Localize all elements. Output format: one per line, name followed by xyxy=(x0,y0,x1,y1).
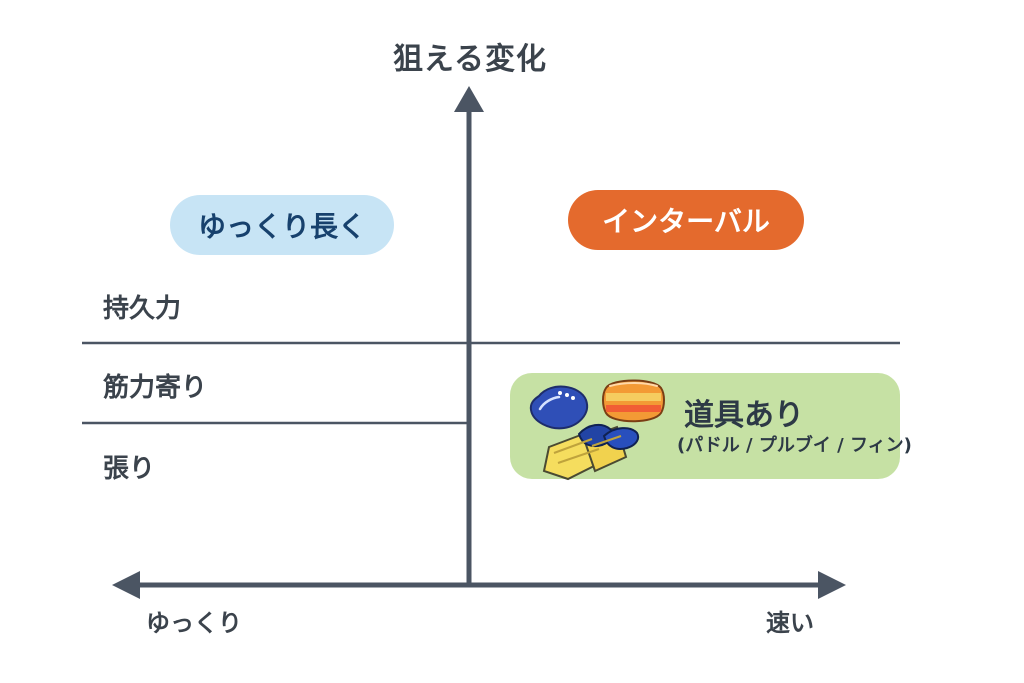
x-axis-label-slow: ゆっくり xyxy=(146,609,242,637)
x-axis-arrow-right xyxy=(818,571,846,599)
quadrant-interval-pill: インターバル xyxy=(568,190,804,250)
pull-buoy-icon xyxy=(602,379,665,423)
quadrant-slow-long-label: ゆっくり長く xyxy=(197,210,366,243)
fins-icon xyxy=(542,423,640,481)
x-axis-label-fast: 速い xyxy=(766,609,814,637)
quadrant-slow-long-pill: ゆっくり長く xyxy=(170,195,394,255)
y-axis-arrow xyxy=(454,86,484,112)
diagram-title: 狙える変化 xyxy=(392,42,548,77)
equipment-illustration xyxy=(529,379,665,481)
row-label-strength: 筋力寄り xyxy=(103,373,208,403)
equipment-title: 道具あり xyxy=(684,398,804,433)
equipment-subtitle: (パドル / プルブイ / フィン) xyxy=(677,435,912,456)
x-axis-arrow-left xyxy=(112,571,140,599)
quadrant-interval-label: インターバル xyxy=(602,205,770,238)
row-label-endurance: 持久力 xyxy=(103,294,182,324)
row-label-tone: 張り xyxy=(103,454,156,484)
paddle-icon xyxy=(529,385,589,430)
